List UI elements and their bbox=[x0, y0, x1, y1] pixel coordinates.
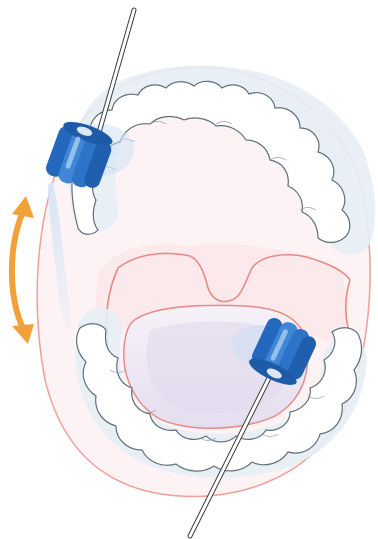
double-headed-arrow-icon bbox=[12, 196, 34, 344]
